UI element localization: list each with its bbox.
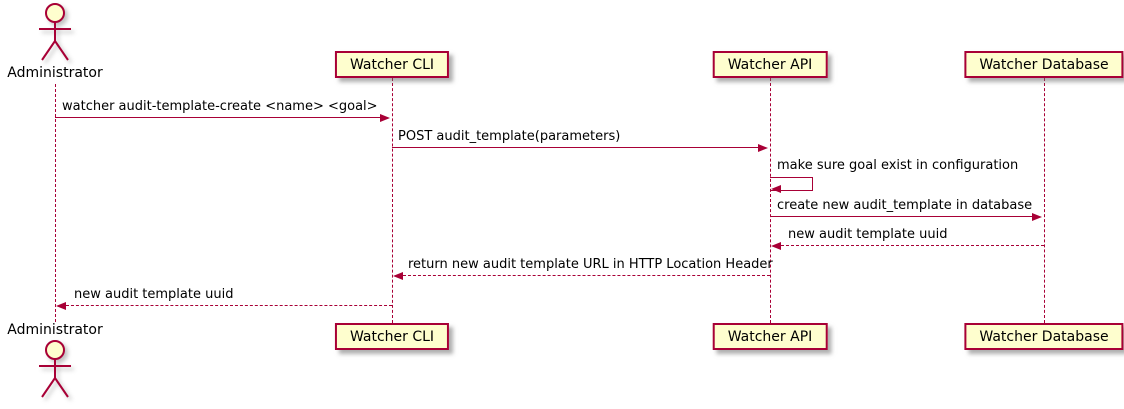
message-4-line — [770, 216, 1033, 217]
message-7-label: new audit template uuid — [74, 287, 234, 302]
participant-watcher-cli-bottom: Watcher CLI — [334, 323, 450, 350]
message-1-label: watcher audit-template-create <name> <go… — [62, 99, 378, 114]
administrator-label-top: Administrator — [7, 65, 103, 81]
message-2-line — [392, 147, 759, 148]
message-3-label: make sure goal exist in configuration — [777, 158, 1019, 173]
participant-watcher-cli-top: Watcher CLI — [334, 51, 450, 78]
message-6-line — [403, 275, 770, 276]
message-2-label: POST audit_template(parameters) — [398, 129, 621, 144]
lifeline-administrator — [55, 84, 56, 322]
administrator-label-bottom: Administrator — [7, 322, 103, 338]
message-5-line — [781, 245, 1044, 246]
administrator-actor-icon-bottom — [39, 340, 71, 398]
participant-watcher-database-top: Watcher Database — [964, 51, 1124, 78]
lifeline-watcher-database — [1044, 78, 1045, 323]
message-7-arrowhead-icon — [56, 302, 66, 310]
message-5-label: new audit template uuid — [788, 227, 948, 242]
message-4-label: create new audit_template in database — [777, 198, 1033, 213]
participant-watcher-api-bottom: Watcher API — [712, 323, 828, 350]
participant-watcher-api-top: Watcher API — [712, 51, 828, 78]
participant-watcher-database-bottom: Watcher Database — [964, 323, 1124, 350]
lifeline-watcher-api — [770, 78, 771, 323]
message-4-arrowhead-icon — [1032, 213, 1042, 221]
message-1-arrowhead-icon — [380, 114, 390, 122]
message-1-line — [55, 117, 381, 118]
lifeline-watcher-cli — [392, 78, 393, 323]
message-3-self-loop — [770, 177, 813, 191]
message-6-label: return new audit template URL in HTTP Lo… — [408, 257, 773, 272]
message-7-line — [66, 305, 392, 306]
administrator-actor-icon — [39, 3, 71, 61]
message-5-arrowhead-icon — [771, 242, 781, 250]
message-3-arrowhead-icon — [771, 185, 781, 193]
message-2-arrowhead-icon — [758, 144, 768, 152]
message-6-arrowhead-icon — [393, 272, 403, 280]
